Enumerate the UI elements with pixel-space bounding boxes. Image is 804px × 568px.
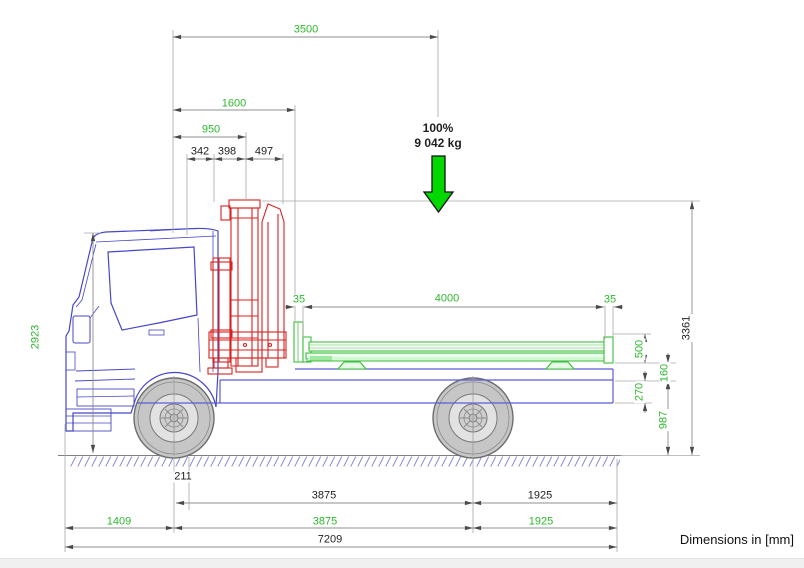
load-percent-label: 100% [422, 121, 454, 135]
dim-3875-green: 3875 [310, 515, 340, 528]
dimension-lines [65, 34, 695, 550]
load-arrow-icon [422, 155, 455, 214]
dim-1925-green: 1925 [526, 515, 556, 528]
load-weight-label: 9 042 kg [414, 136, 462, 150]
truck-cab [65, 227, 219, 432]
dim-950: 950 [199, 123, 223, 136]
dim-270: 270 [633, 380, 646, 404]
dim-342: 342 [188, 145, 212, 158]
units-note: Dimensions in [mm] [679, 532, 794, 547]
dim-35-left: 35 [290, 293, 308, 306]
extension-lines [64, 30, 700, 552]
ground-hatch [70, 456, 620, 467]
dim-398: 398 [215, 145, 239, 158]
dim-4000: 4000 [432, 292, 462, 305]
dim-3361: 3361 [680, 313, 693, 343]
dim-497: 497 [252, 145, 276, 158]
dim-35-right: 35 [601, 293, 619, 306]
flatbed-body [293, 321, 614, 370]
dim-987: 987 [657, 408, 670, 432]
dim-1409: 1409 [104, 515, 134, 528]
dim-7209: 7209 [315, 533, 345, 546]
dim-2923: 2923 [29, 322, 42, 352]
ground [58, 454, 622, 467]
dim-160: 160 [658, 361, 671, 385]
dim-500: 500 [633, 337, 646, 361]
dim-1600: 1600 [219, 97, 249, 110]
bottom-band [0, 558, 804, 568]
dim-3875-black: 3875 [309, 489, 339, 502]
dim-1925-black: 1925 [525, 489, 555, 502]
dim-3500: 3500 [291, 23, 321, 36]
loader-crane [207, 199, 287, 375]
dim-211: 211 [172, 470, 194, 483]
